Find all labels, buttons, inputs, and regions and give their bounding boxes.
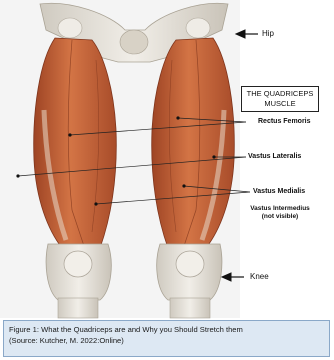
caption-line-2: (Source: Kutcher, M. 2022:Online) <box>9 335 324 346</box>
vastus-intermedius-name: Vastus Intermedius <box>244 205 316 213</box>
vastus-intermedius-label: Vastus Intermedius (not visible) <box>244 205 316 221</box>
right-thigh <box>152 38 235 248</box>
knee-label: Knee <box>250 272 269 281</box>
vastus-medialis-label: Vastus Medialis <box>253 188 305 195</box>
hip-label: Hip <box>262 29 274 38</box>
figure-caption: Figure 1: What the Quadriceps are and Wh… <box>3 320 330 357</box>
left-thigh <box>34 38 117 248</box>
title-line-1: THE QUADRICEPS <box>242 89 318 99</box>
vastus-lateralis-label: Vastus Lateralis <box>248 153 301 160</box>
rectus-femoris-label: Rectus Femoris <box>258 118 311 125</box>
diagram-title: THE QUADRICEPS MUSCLE <box>241 86 319 112</box>
not-visible-note: (not visible) <box>244 213 316 221</box>
caption-line-1: Figure 1: What the Quadriceps are and Wh… <box>9 324 324 335</box>
title-line-2: MUSCLE <box>242 99 318 109</box>
